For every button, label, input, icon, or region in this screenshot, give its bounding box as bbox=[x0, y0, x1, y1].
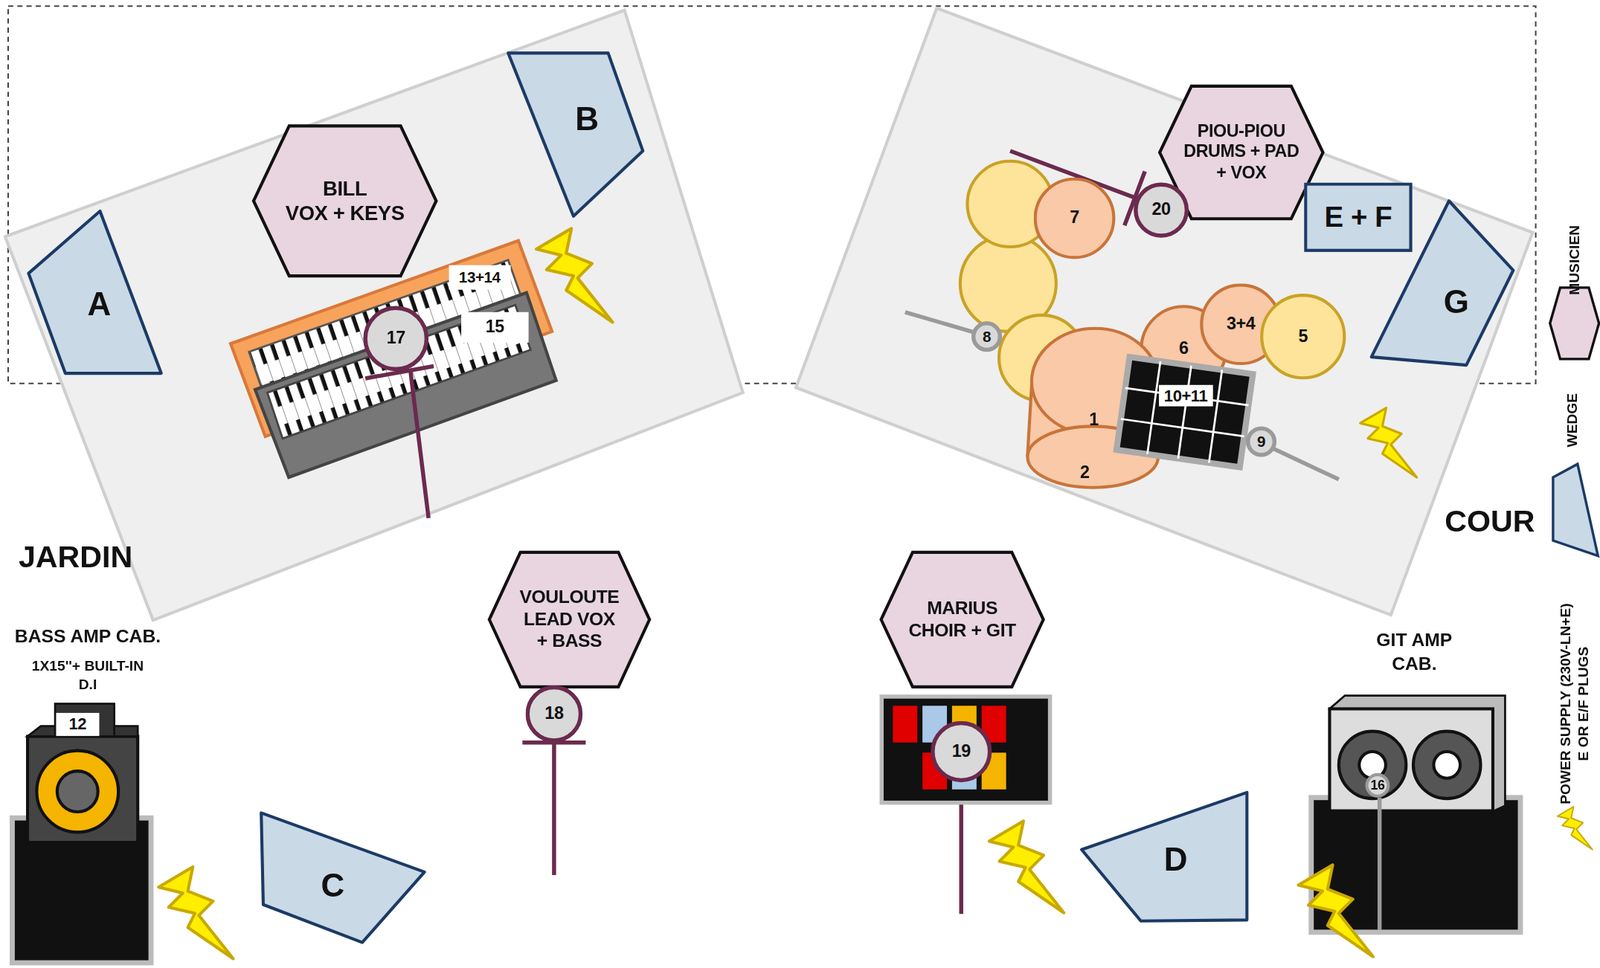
node-text: VOULOUTE LEAD VOX + BASS bbox=[519, 586, 620, 654]
wedge-monitor: D bbox=[1081, 792, 1247, 922]
pad-line bbox=[1147, 361, 1161, 455]
node-text: C bbox=[321, 865, 345, 906]
musician-hexagon: MARIUS CHOIR + GIT bbox=[879, 551, 1046, 689]
vocal-mic: 18 bbox=[525, 685, 583, 744]
node-text: BILL VOX + KEYS bbox=[285, 176, 405, 226]
node-text: 7 bbox=[1069, 208, 1080, 230]
pad-grid bbox=[1116, 357, 1253, 468]
pad-line bbox=[1120, 418, 1245, 436]
overhead-mic: 8 bbox=[971, 321, 1002, 352]
node-text: 1 bbox=[1088, 409, 1099, 431]
hexagon-outline bbox=[252, 124, 439, 278]
node-text: 12 bbox=[68, 714, 87, 735]
node-text: 8 bbox=[982, 327, 991, 346]
wedge-monitor: B bbox=[508, 52, 643, 216]
node-text: G bbox=[1443, 282, 1470, 323]
musician-hexagon: BILL VOX + KEYS bbox=[252, 124, 439, 278]
vocal-mic: 19 bbox=[930, 721, 992, 783]
pad-line bbox=[1208, 370, 1223, 464]
node-text: E + F bbox=[1324, 200, 1392, 235]
node-text: 3+4 bbox=[1226, 313, 1255, 335]
cymbal: 5 bbox=[1260, 293, 1346, 380]
drum-pad: 10+11 bbox=[1114, 354, 1255, 470]
hexagon-shape bbox=[253, 125, 437, 276]
wedge-monitor: A bbox=[28, 211, 161, 375]
node-text: 19 bbox=[952, 741, 971, 763]
node-text: D bbox=[1164, 840, 1188, 880]
wedge-shape bbox=[1371, 200, 1514, 366]
legend-text: POWER SUPPLY (230V-LN+E) E OR E/F PLUGS bbox=[1556, 603, 1593, 805]
pad-outline bbox=[1114, 354, 1255, 470]
node-text: A bbox=[87, 284, 111, 324]
channel-number: 13+14 bbox=[449, 265, 511, 291]
wedge-shape bbox=[28, 211, 161, 374]
node-text: 18 bbox=[544, 703, 564, 725]
vocal-mic: 17 bbox=[362, 306, 429, 372]
wedge-outline bbox=[1371, 200, 1514, 366]
hexagon-shape bbox=[489, 552, 650, 688]
pad-line bbox=[1178, 365, 1192, 459]
node-text: MARIUS CHOIR + GIT bbox=[908, 598, 1016, 642]
wedge-monitor: G bbox=[1371, 200, 1514, 366]
legend-text: MUSICIEN bbox=[1565, 225, 1584, 296]
node-text: 20 bbox=[1152, 200, 1171, 221]
side-label: JARDIN bbox=[18, 537, 133, 576]
node-text: 17 bbox=[386, 328, 406, 349]
node-text: 15 bbox=[485, 316, 505, 338]
drum-mic: 9 bbox=[1245, 426, 1277, 457]
node-text: 6 bbox=[1178, 338, 1189, 360]
side-label: COUR bbox=[1444, 502, 1535, 541]
amp-label: BASS AMP CAB. bbox=[14, 625, 161, 649]
node-text: 13+14 bbox=[458, 268, 501, 288]
di-box-number: 12 bbox=[55, 713, 99, 736]
musician-hexagon: VOULOUTE LEAD VOX + BASS bbox=[487, 551, 651, 689]
amp-label: GIT AMP CAB. bbox=[1376, 629, 1452, 676]
pad-body bbox=[1116, 357, 1253, 468]
hexagon-shape bbox=[881, 552, 1044, 688]
wedge-shape bbox=[261, 813, 424, 943]
node-text: 10+11 bbox=[1158, 385, 1213, 407]
node-text: 5 bbox=[1298, 326, 1309, 348]
drum-tom: 7 bbox=[1033, 177, 1116, 260]
vocal-mic: 20 bbox=[1133, 182, 1189, 239]
node-text: PIOU-PIOU DRUMS + PAD + VOX bbox=[1183, 121, 1299, 184]
legend-text: WEDGE bbox=[1563, 393, 1582, 448]
wedge-monitor: C bbox=[261, 813, 424, 943]
wedge-shape bbox=[1081, 792, 1247, 922]
channel-number: 15 bbox=[461, 312, 529, 343]
wedge-shape bbox=[508, 52, 643, 216]
node-text: B bbox=[574, 99, 599, 140]
node-text: 9 bbox=[1257, 432, 1266, 452]
amp-mic: 16 bbox=[1364, 773, 1390, 799]
node-text: 16 bbox=[1370, 778, 1385, 794]
node-text: 2 bbox=[1080, 463, 1090, 485]
amp-spec: 1X15''+ BUILT-IN D.I bbox=[31, 657, 144, 694]
side-fill-monitor: E + F bbox=[1303, 182, 1412, 253]
